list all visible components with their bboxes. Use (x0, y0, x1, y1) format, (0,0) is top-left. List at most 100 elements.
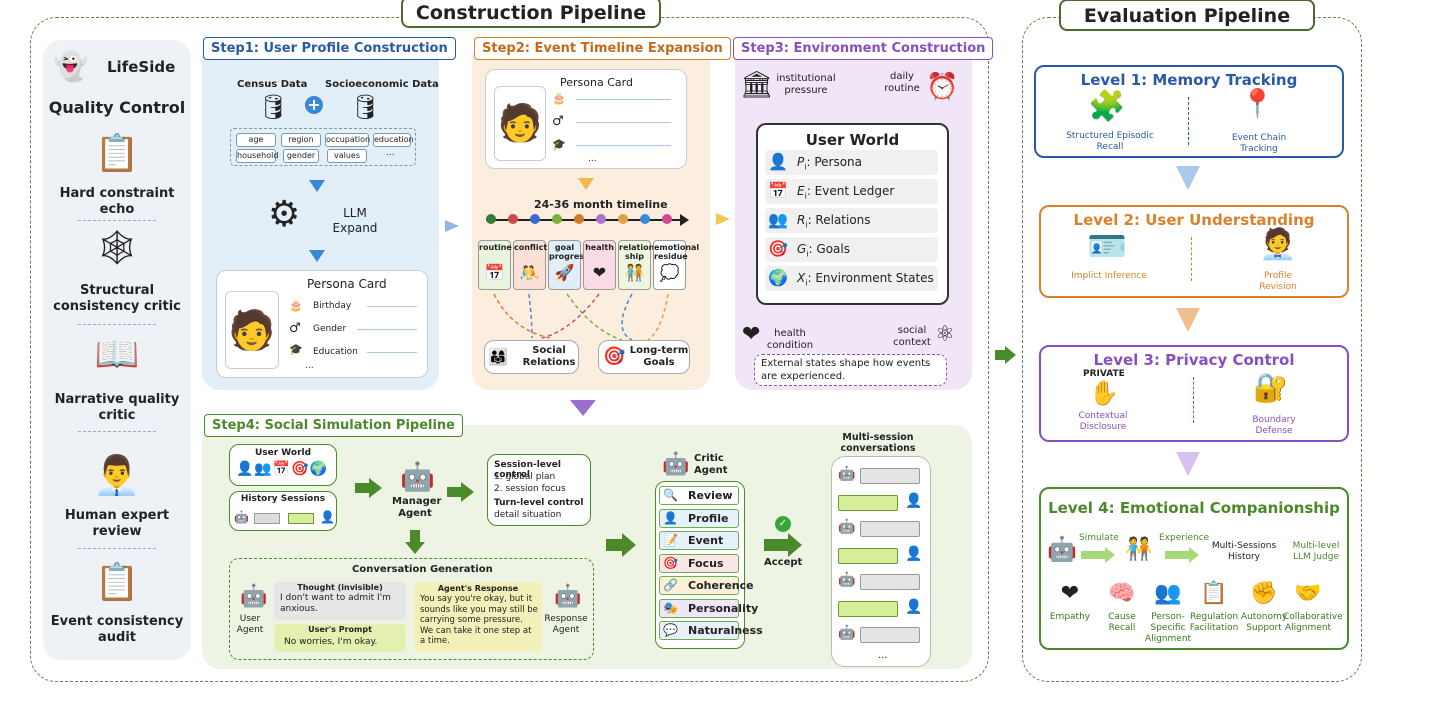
timeline-event: relation ship 🧑‍🤝‍🧑 (618, 240, 655, 290)
level4-title: Level 4: Emotional Companionship (1048, 499, 1340, 517)
manager-agent: Manager Agent (392, 496, 442, 519)
control-box: Session-level control 1. global plan 2. … (487, 454, 591, 526)
census-label: Census Data (237, 79, 308, 90)
event-icon: 🤼 (519, 263, 540, 282)
step3-title: Step3: Environment Construction (733, 37, 994, 60)
graduation-cap-icon: 🎓 (289, 343, 303, 356)
robot-icon: 🤖 (1047, 535, 1077, 563)
right-arrow (461, 482, 474, 502)
field-line (357, 329, 417, 330)
environment-note: External states shape how events are exp… (754, 354, 947, 386)
institution-icon: 🏛 (740, 70, 774, 100)
multi-sessions-history: Multi-Sessions History (1211, 541, 1277, 562)
avatar: 🧑 (494, 86, 546, 161)
bubble (838, 600, 898, 617)
step4-title: Step4: Social Simulation Pipeline (204, 414, 464, 437)
row-symbol: E (797, 184, 805, 198)
social-relations-box: 👨‍👩‍👧 Social Relations (484, 340, 579, 374)
right-arrow (716, 213, 730, 225)
critic-icon: 🔍 (663, 488, 678, 502)
response-agent: Response Agent (544, 614, 588, 635)
level2-title: Level 2: User Understanding (1073, 211, 1315, 229)
health-condition: health condition (766, 328, 814, 351)
critic-item: 🔍 Review (659, 486, 739, 505)
long-term-goals-label: Long-term Goals (629, 345, 689, 368)
event-label: health (585, 243, 614, 252)
level3-box: Level 3: Privacy Control PRIVATE ✋ Conte… (1039, 345, 1349, 442)
history-sessions-title: History Sessions (240, 494, 326, 504)
world-row: 👤 Pi: Persona (765, 150, 938, 175)
right-arrow (445, 220, 459, 232)
qc-structural: Structural consistency critic (53, 283, 181, 314)
right-arrow (606, 539, 622, 551)
socio-label: Socioeconomic Data (325, 79, 439, 90)
row-icon: 🎯 (768, 239, 788, 258)
row-symbol: R (797, 213, 806, 227)
lock-user-icon: 🔐 (1253, 371, 1288, 404)
field-line (576, 145, 671, 146)
bubble (838, 494, 898, 511)
down-arrow (1176, 166, 1200, 190)
emotion-label: Person-Specific Alignment (1144, 612, 1192, 644)
critic-icon: 📝 (663, 533, 678, 547)
row-text: : Environment States (807, 271, 934, 285)
profile-revision: Profile Revision (1259, 271, 1297, 292)
field-gender: Gender (313, 324, 347, 334)
timeline-dot (552, 214, 562, 224)
emotion-label: Cause Recall (1108, 612, 1136, 633)
field-line (576, 122, 671, 123)
gender-icon: ♂ (552, 114, 564, 129)
conversation-frame (229, 558, 594, 660)
right-arrow (622, 533, 636, 557)
target-icon: 🎯 (603, 346, 626, 367)
event-label: emotional residue (654, 243, 700, 261)
clock-icon: ⏰ (926, 72, 959, 102)
right-arrow (1189, 547, 1199, 563)
persona-card-title: Persona Card (307, 277, 387, 291)
level1-box: Level 1: Memory Tracking 🧩 Structured Ep… (1034, 65, 1344, 158)
attribute-chips (230, 128, 416, 166)
event-label: relation ship (619, 243, 655, 261)
event-label: goal progress (549, 243, 589, 261)
social-context: social context (893, 325, 931, 348)
user-prompt-bubble: User's Prompt No worries, I'm okay. (274, 624, 406, 652)
divider (1191, 237, 1192, 281)
event-icon: 💭 (659, 263, 680, 282)
right-arrow (355, 483, 369, 493)
critic-icon: 💬 (663, 623, 678, 637)
critic-label: Event (688, 534, 724, 547)
critic-label: Naturalness (688, 624, 763, 637)
chip: household (236, 149, 278, 163)
row-icon: 📅 (768, 181, 788, 200)
check-icon: ✓ (775, 516, 791, 532)
emotion-icon: 🤝 (1294, 581, 1322, 606)
down-arrow (405, 542, 425, 554)
emotion-icon: 👥 (1154, 581, 1182, 606)
chip-more: ... (386, 148, 395, 158)
chip: education (373, 133, 414, 147)
openai-icon: ⚙ (268, 194, 301, 235)
user-icon: 👤 (905, 492, 923, 509)
people-icon: 🧑‍🤝‍🧑 (1125, 537, 1153, 562)
timeline-dot (530, 214, 540, 224)
persona-card-2: Persona Card 🧑 🎂 ♂ 🎓 ... (485, 69, 687, 169)
critic-label: Focus (688, 556, 724, 570)
row-label: Pi: Persona (797, 155, 863, 172)
robot-icon: 🤖 (240, 584, 268, 609)
llm-judge: Multi-level LLM Judge (1292, 541, 1340, 562)
timeline-dot (662, 214, 672, 224)
emotion-label: Regulation Facilitation (1189, 612, 1239, 633)
critic-item: 🔗 Coherence (659, 576, 754, 595)
qc-narrative: Narrative quality critic (54, 392, 180, 423)
critic-label: Review (688, 489, 733, 502)
divider (1193, 377, 1194, 423)
critic-item: 🎭 Personality (659, 598, 758, 618)
robot-icon: 🤖 (662, 452, 690, 477)
row-icon: 🌍 (768, 268, 788, 287)
down-arrow (1176, 308, 1200, 332)
user-icon: 👤 (320, 510, 335, 524)
response-text: You say you're okay, but it sounds like … (420, 594, 538, 646)
experience-label: Experience (1159, 533, 1210, 543)
evaluation-title: Evaluation Pipeline (1059, 0, 1315, 31)
brand-name: LifeSide (107, 58, 176, 76)
